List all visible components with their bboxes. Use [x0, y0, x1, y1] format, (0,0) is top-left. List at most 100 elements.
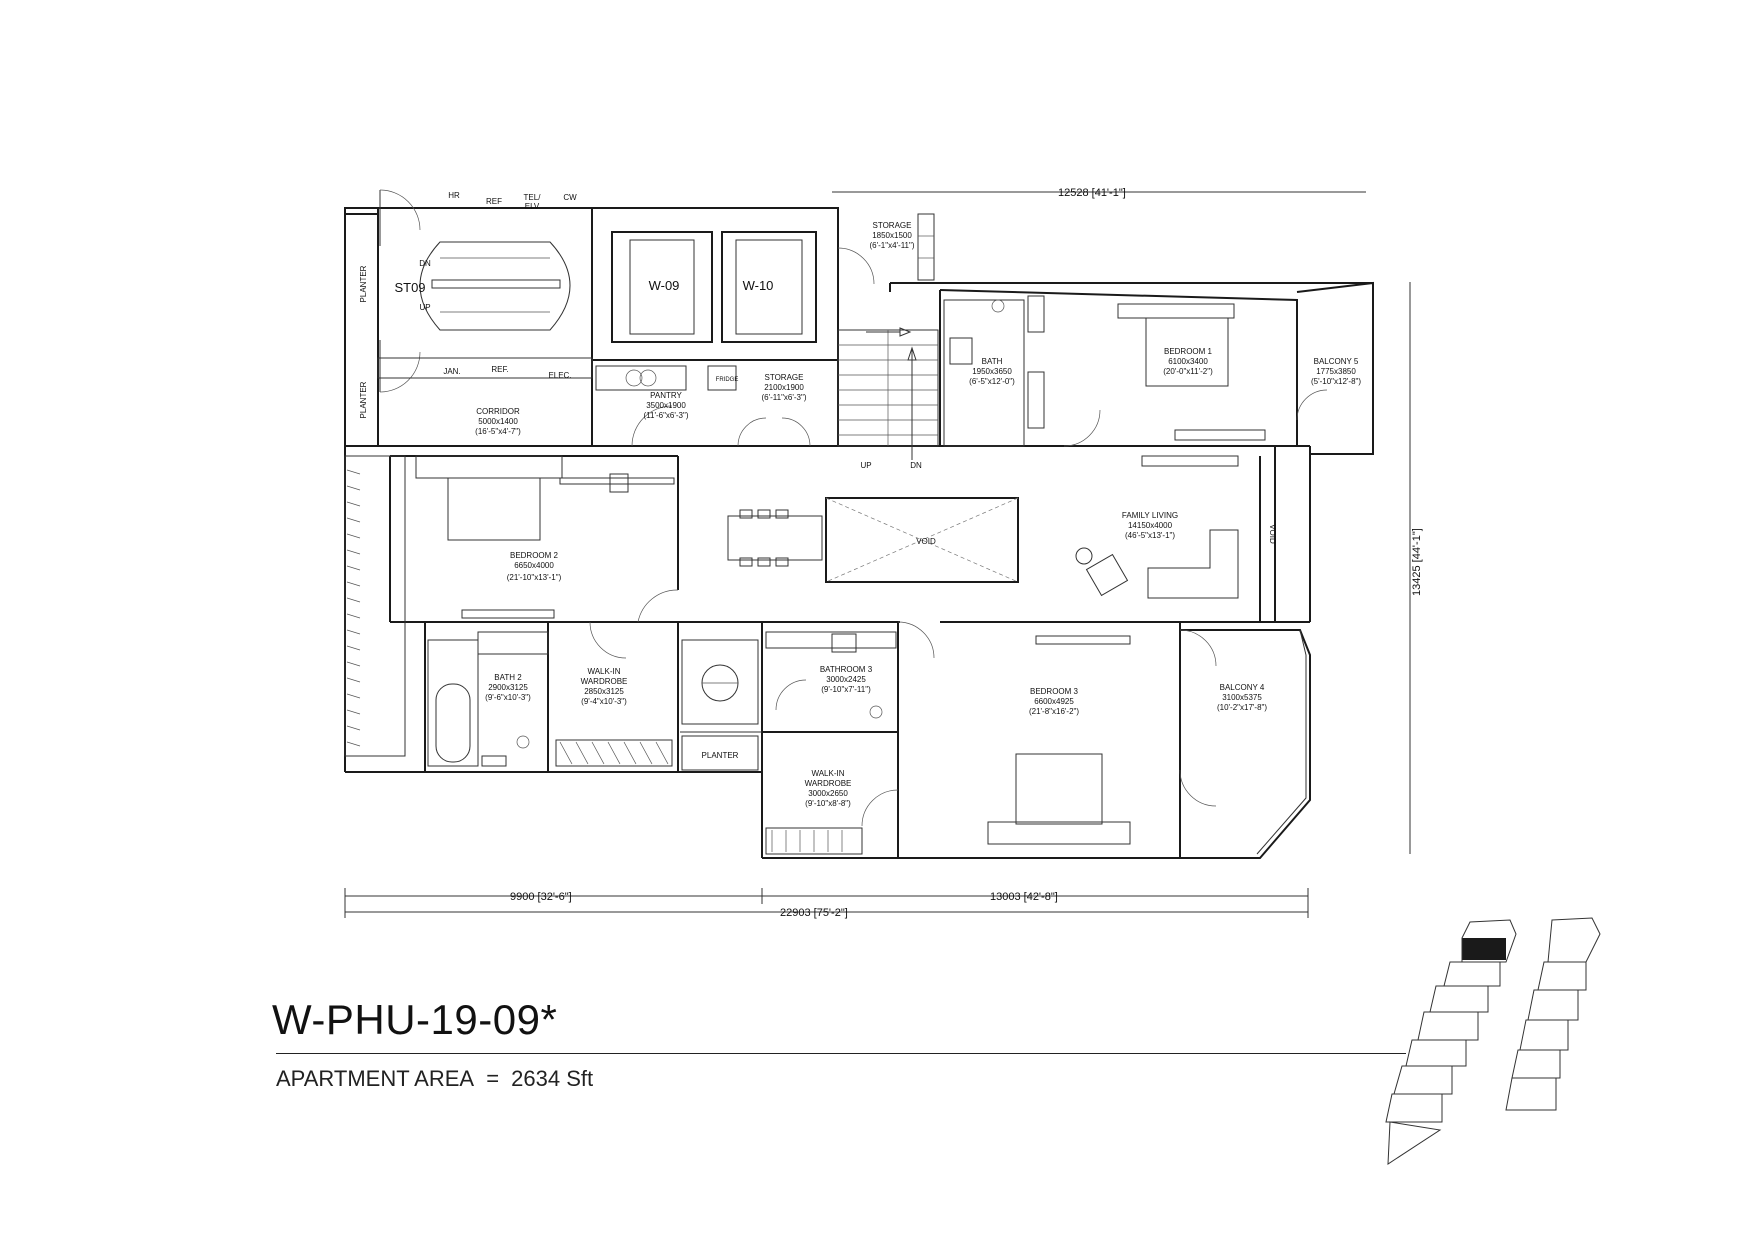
bedroom3-furniture: [987, 635, 1131, 845]
bedroom1-size: 6100x3400: [1168, 357, 1208, 366]
dim-right: 13425 [44'-1"]: [1411, 528, 1423, 596]
pantry-table: [681, 639, 759, 725]
wir1-imperial: (9'-4"x10'-3"): [581, 697, 627, 706]
wir1-name1: WALK-IN: [587, 667, 620, 676]
stair-up-label: UP: [860, 461, 871, 470]
dim-top: 12528 [41'-1"]: [1058, 187, 1126, 199]
family-name: FAMILY LIVING: [1122, 511, 1178, 520]
unit-code: W-PHU-19-09*: [272, 996, 558, 1043]
wir2-imperial: (9'-10"x8'-8"): [805, 799, 851, 808]
void-label-1: VOID: [916, 537, 936, 546]
stair-core: [377, 189, 593, 393]
w10-label: W-10: [743, 278, 774, 293]
bath-size: 1950x3650: [972, 367, 1012, 376]
w09-label: W-09: [649, 278, 680, 293]
planter-hatch-line: [346, 677, 361, 683]
balcony5-size: 1775x3850: [1316, 367, 1356, 376]
planter-hatch-line: [346, 645, 361, 651]
planter-hatching: document.currentScript.parentNode;: [346, 469, 361, 747]
text-labels: 12528 [41'-1"] 13425 [44'-1"] 9900 [32'-…: [359, 187, 1423, 919]
bath-fixtures: [943, 295, 1045, 447]
wir2-size: 3000x2650: [808, 789, 848, 798]
wardrobe1: [555, 739, 673, 767]
planter-hatch-line: [346, 581, 361, 587]
wir2-name1: WALK-IN: [811, 769, 844, 778]
balcony4-size: 3100x5375: [1222, 693, 1262, 702]
stair-dn-label: DN: [910, 461, 922, 470]
bedroom1-name: BEDROOM 1: [1164, 347, 1213, 356]
pantry-size: 3500x1900: [646, 401, 686, 410]
planter-hatch-line: [346, 725, 361, 731]
dim-bottom-right: 13003 [42'-8"]: [990, 891, 1058, 903]
planter-hatch-line: [346, 741, 361, 747]
planter-hatch-line: [346, 485, 361, 491]
wir1-size: 2850x3125: [584, 687, 624, 696]
storage2-imperial: (6'-11"x6'-3"): [761, 393, 806, 402]
storage1-size: 1850x1500: [872, 231, 912, 240]
bedroom3-imperial: (21'-8"x16'-2"): [1029, 707, 1079, 716]
pantry-name: PANTRY: [650, 391, 682, 400]
planter-hatch-line: [346, 613, 361, 619]
main-stair: [837, 327, 939, 460]
apartment-area: APARTMENT AREA = 2634 Sft: [276, 1066, 599, 1092]
doors: [589, 389, 1328, 827]
planter-hatch-line: [346, 565, 361, 571]
key-plan: [1385, 917, 1601, 1165]
dim-bottom-left: 9900 [32'-6"]: [510, 891, 572, 903]
wir1-name2: WARDROBE: [581, 677, 628, 686]
planter-hatch-line: [346, 629, 361, 635]
planter-label-2: PLANTER: [359, 381, 368, 418]
storage1-name: STORAGE: [873, 221, 912, 230]
planter-hatch-line: [346, 549, 361, 555]
bedroom2-imperial: (21'-10"x13'-1"): [507, 573, 562, 582]
jan-label: JAN.: [443, 367, 460, 376]
void-area: [825, 497, 1019, 583]
planter-hatch-line: [346, 517, 361, 523]
void-label-2: VOID: [1268, 524, 1277, 544]
family-size: 14150x4000: [1128, 521, 1173, 530]
planter-hatch-line: [346, 501, 361, 507]
bedroom1-furniture: [1117, 303, 1266, 467]
elv-label: ELV: [525, 202, 540, 211]
corridor-imperial: (16'-5"x4'-7"): [475, 427, 521, 436]
planter-hatch-line: [346, 533, 361, 539]
storage2-size: 2100x1900: [764, 383, 804, 392]
wir2-name2: WARDROBE: [805, 779, 852, 788]
bathroom3-fixtures: [765, 631, 897, 719]
cw-label: CW: [563, 193, 577, 202]
bath2-fixtures: [427, 631, 549, 767]
title-divider: [276, 1053, 1406, 1054]
tel-label: TEL/: [524, 193, 542, 202]
balcony5-imperial: (5'-10"x12'-8"): [1311, 377, 1361, 386]
family-imperial: (46'-5"x13'-1"): [1125, 531, 1175, 540]
bedroom1-imperial: (20'-0"x11'-2"): [1163, 367, 1213, 376]
area-eq: =: [486, 1066, 500, 1091]
bedroom3-name: BEDROOM 3: [1030, 687, 1079, 696]
bedroom2-furniture: [415, 455, 675, 619]
storage2-name: STORAGE: [765, 373, 804, 382]
bathroom3-size: 3000x2425: [826, 675, 866, 684]
balcony4-imperial: (10'-2"x17'-8"): [1217, 703, 1267, 712]
balcony4-name: BALCONY 4: [1220, 683, 1265, 692]
bedroom3-size: 6600x4925: [1034, 697, 1074, 706]
storage1-imperial: (6'-1"x4'-11"): [869, 241, 914, 250]
storage-shelves: [837, 213, 935, 285]
planter-hatch-line: [346, 693, 361, 699]
balcony5-name: BALCONY 5: [1314, 357, 1359, 366]
bath-name: BATH: [982, 357, 1003, 366]
corridor-size: 5000x1400: [478, 417, 518, 426]
st09-label: ST09: [394, 280, 425, 295]
area-label: APARTMENT AREA: [276, 1066, 475, 1091]
hr-label: HR: [448, 191, 460, 200]
planter-hatch-line: [346, 709, 361, 715]
ref2-label: REF: [486, 197, 502, 206]
planter-hatch-line: [346, 469, 361, 475]
up-label: UP: [419, 303, 430, 312]
area-value: 2634 Sft: [511, 1066, 594, 1091]
planter-hatch-line: [346, 661, 361, 667]
bath2-imperial: (9'-6"x10'-3"): [485, 693, 531, 702]
bath2-size: 2900x3125: [488, 683, 528, 692]
walls: [344, 207, 1374, 859]
planter-label-3: PLANTER: [702, 751, 739, 760]
